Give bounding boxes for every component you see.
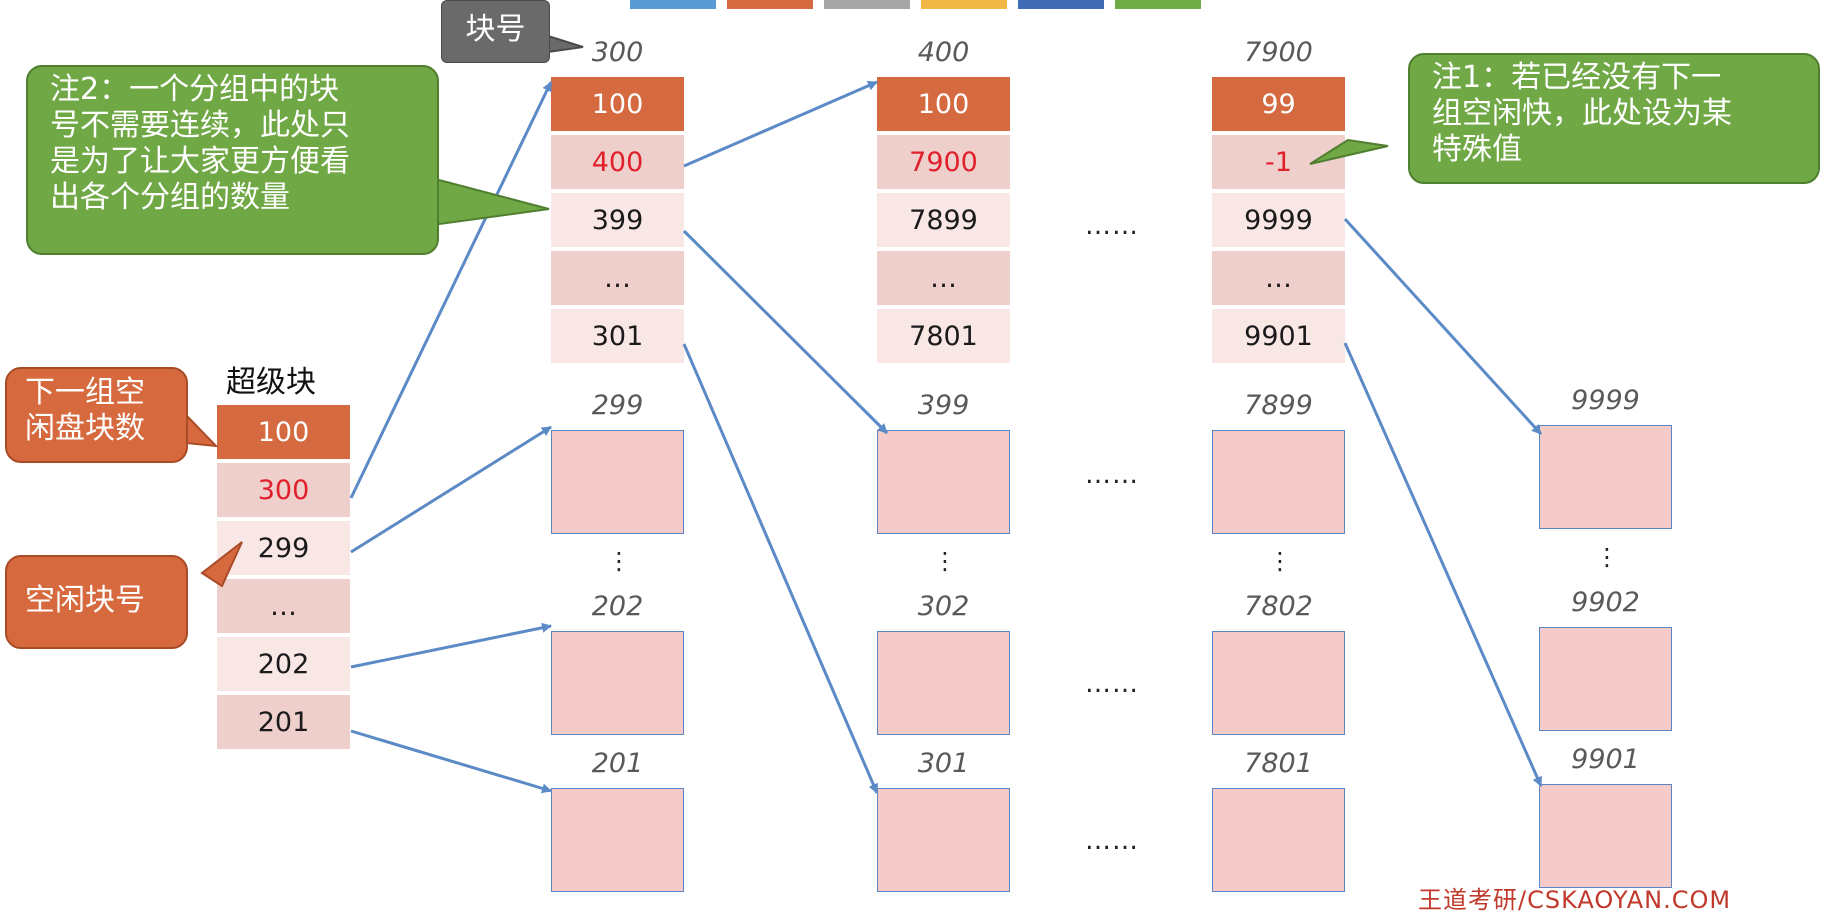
free-block-label: 9999 <box>1571 385 1640 416</box>
callout-pointer-next-group-count <box>185 412 219 448</box>
pointer-arrow <box>350 729 552 794</box>
callout-text: 空闲块号 <box>25 583 145 618</box>
free-block-label: 7802 <box>1244 591 1313 622</box>
free-block-label: 9901 <box>1571 744 1640 775</box>
callout-text: 组空闲快，此处设为某 <box>1432 96 1732 131</box>
pointer-arrow <box>682 229 889 435</box>
superblock-cell-count: 100 <box>217 405 350 461</box>
pointer-arrow <box>683 80 878 168</box>
group-cell-count: 99 <box>1212 77 1345 133</box>
horizontal-ellipsis: …… <box>1085 669 1139 699</box>
color-swatch <box>1115 0 1201 9</box>
free-block <box>551 430 684 534</box>
callout-text: 注2：一个分组中的块 <box>50 72 340 107</box>
footer-watermark: 王道考研/CSKAOYAN.COM <box>1418 886 1732 914</box>
free-block <box>877 788 1010 892</box>
free-block-label: 302 <box>917 591 970 622</box>
color-swatch <box>630 0 716 9</box>
free-block-label: 301 <box>917 748 970 779</box>
group-cell-next: 7900 <box>877 135 1010 191</box>
pointer-arrow <box>1343 217 1543 436</box>
callout-text: 下一组空 <box>25 375 145 410</box>
group-cell: … <box>1212 251 1345 307</box>
superblock-cell: 202 <box>217 637 350 693</box>
horizontal-ellipsis: …… <box>1085 211 1139 241</box>
callout-text: 是为了让大家更方便看 <box>50 144 350 179</box>
callout-block-number: 块号 <box>441 0 550 63</box>
free-block <box>877 430 1010 534</box>
group-block-label: 7900 <box>1244 37 1313 68</box>
callout-next-group-count: 下一组空 闲盘块数 <box>5 367 188 463</box>
horizontal-ellipsis: …… <box>1085 460 1139 490</box>
pointer-arrow <box>350 425 552 554</box>
color-swatch <box>824 0 910 9</box>
group-cell: 7899 <box>877 193 1010 249</box>
pointer-arrow <box>682 343 879 794</box>
free-block <box>1539 627 1672 731</box>
free-block <box>1539 425 1672 529</box>
callout-free-block-number: 空闲块号 <box>5 555 188 649</box>
superblock-cell: … <box>217 579 350 635</box>
group-cell: 9999 <box>1212 193 1345 249</box>
superblock-title: 超级块 <box>226 365 316 400</box>
callout-text: 特殊值 <box>1432 132 1522 167</box>
color-swatch <box>1018 0 1104 9</box>
group-cell: 399 <box>551 193 684 249</box>
free-block <box>1212 631 1345 735</box>
free-block-label: 201 <box>591 748 644 779</box>
free-block <box>1212 788 1345 892</box>
free-block <box>551 788 684 892</box>
group-cell: 301 <box>551 309 684 365</box>
free-block-label: 399 <box>917 390 970 421</box>
superblock-cell-next-group: 300 <box>217 463 350 519</box>
callout-text: 出各个分组的数量 <box>50 180 290 215</box>
group-block-label: 300 <box>591 37 644 68</box>
group-cell-count: 100 <box>551 77 684 133</box>
vertical-ellipsis: ⋮ <box>607 547 631 575</box>
free-block-label: 7801 <box>1244 748 1313 779</box>
color-swatch <box>727 0 813 9</box>
callout-text: 号不需要连续，此处只 <box>50 108 350 143</box>
group-cell-count: 100 <box>877 77 1010 133</box>
horizontal-ellipsis: …… <box>1085 826 1139 856</box>
callout-text: 注1：若已经没有下一 <box>1432 60 1722 95</box>
vertical-ellipsis: ⋮ <box>1268 547 1292 575</box>
free-block <box>877 631 1010 735</box>
pointer-arrow <box>1343 342 1543 787</box>
color-swatch <box>921 0 1007 9</box>
free-block-label: 9902 <box>1571 587 1640 618</box>
callout-note2: 注2：一个分组中的块 号不需要连续，此处只 是为了让大家更方便看 出各个分组的数… <box>26 65 439 255</box>
free-block-label: 202 <box>591 591 644 622</box>
vertical-ellipsis: ⋮ <box>1595 543 1619 571</box>
free-block <box>1212 430 1345 534</box>
superblock-cell: 201 <box>217 695 350 751</box>
group-block-label: 400 <box>917 37 970 68</box>
free-block-label: 7899 <box>1244 390 1313 421</box>
free-block-label: 299 <box>591 390 644 421</box>
callout-text: 块号 <box>465 12 526 47</box>
callout-note1: 注1：若已经没有下一 组空闲快，此处设为某 特殊值 <box>1408 53 1820 184</box>
free-block <box>551 631 684 735</box>
pointer-arrow <box>350 622 552 669</box>
group-cell: 7801 <box>877 309 1010 365</box>
group-cell-next: -1 <box>1212 135 1345 191</box>
superblock-cell: 299 <box>217 521 350 577</box>
group-cell: 9901 <box>1212 309 1345 365</box>
group-cell: … <box>551 251 684 307</box>
callout-text: 闲盘块数 <box>25 411 145 446</box>
free-block <box>1539 784 1672 888</box>
group-cell: … <box>877 251 1010 307</box>
diagram-canvas: 超级块 100 300 299 … 202 201 300 100 400 39… <box>5 0 1820 914</box>
group-cell-next: 400 <box>551 135 684 191</box>
vertical-ellipsis: ⋮ <box>933 547 957 575</box>
